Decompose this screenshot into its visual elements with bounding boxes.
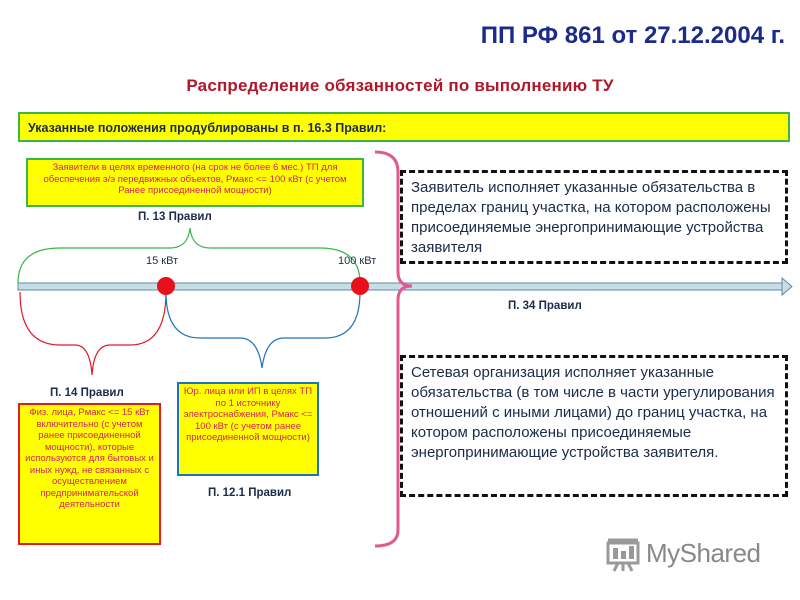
p13-label: П. 13 Правил bbox=[138, 211, 212, 223]
p121-brace bbox=[165, 291, 361, 369]
legal-entities-box: Юр. лица или ИП в целях ТП по 1 источник… bbox=[177, 382, 319, 476]
page-title: ПП РФ 861 от 27.12.2004 г. bbox=[480, 22, 785, 49]
logo-text: MyShared bbox=[646, 538, 761, 568]
applicant-duty-box: Заявитель исполняет указанные обязательс… bbox=[400, 170, 788, 264]
presentation-board-icon bbox=[606, 538, 640, 572]
individuals-box: Физ. лица, Рмакс <= 15 кВт включительно … bbox=[18, 403, 161, 545]
p121-label: П. 12.1 Правил bbox=[208, 487, 292, 499]
marker-15kw bbox=[157, 277, 175, 295]
p13-brace bbox=[17, 227, 361, 284]
notice-banner: Указанные положения продублированы в п. … bbox=[18, 112, 790, 142]
kw100-label: 100 кВт bbox=[338, 255, 377, 267]
p14-brace bbox=[19, 291, 167, 376]
page-subtitle: Распределение обязанностей по выполнению… bbox=[186, 76, 614, 95]
pink-bracket bbox=[374, 150, 413, 548]
p14-label: П. 14 Правил bbox=[50, 387, 124, 399]
p34-label: П. 34 Правил bbox=[508, 300, 582, 312]
marker-100kw bbox=[351, 277, 369, 295]
network-duty-box: Сетевая организация исполняет указанные … bbox=[400, 355, 788, 497]
kw15-label: 15 кВт bbox=[146, 255, 179, 267]
temporary-connection-box: Заявители в целях временного (на срок не… bbox=[26, 158, 364, 207]
